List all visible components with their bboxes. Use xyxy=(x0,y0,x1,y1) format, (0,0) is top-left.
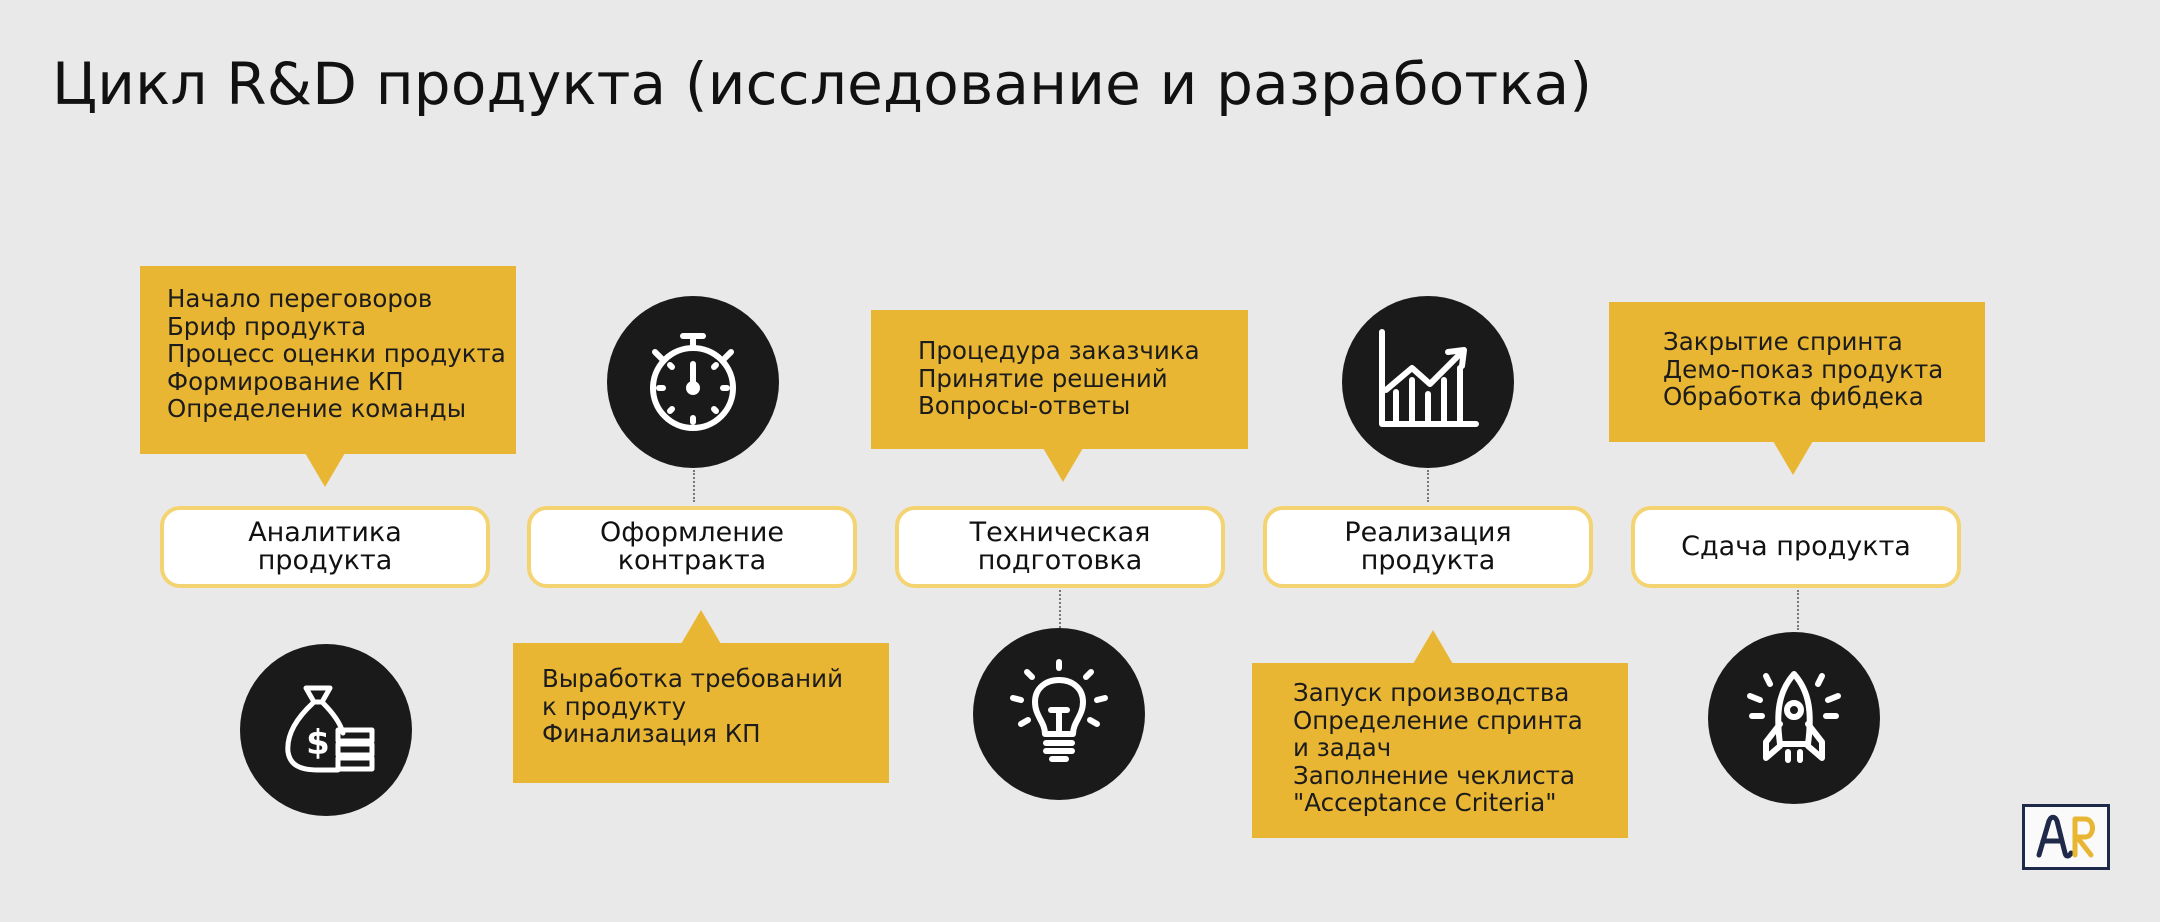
connector xyxy=(1797,590,1799,630)
callout-line: к продукту xyxy=(542,691,687,721)
stage-label-line: Сдача продукта xyxy=(1681,531,1911,562)
callout-pointer xyxy=(681,610,721,644)
stage-3-callout: Процедура заказчика Принятие решений Воп… xyxy=(871,310,1248,449)
callout-line: Вопросы-ответы xyxy=(918,391,1131,420)
stage-delivery: Сдача продукта xyxy=(1631,506,1961,588)
callout-line: Формирование КП xyxy=(167,366,404,396)
callout-line: Обработка фибдека xyxy=(1663,382,1924,411)
callout-line: и задач xyxy=(1293,733,1392,762)
stage-analytics: Аналитика продукта xyxy=(160,506,490,588)
callout-line: Закрытие спринта xyxy=(1663,327,1903,356)
callout-line: Определение спринта xyxy=(1293,705,1583,735)
callout-line: Определение команды xyxy=(167,394,467,423)
callout-line: Запуск производства xyxy=(1293,678,1570,707)
stage-label-line: Техническая xyxy=(969,517,1151,548)
stage-tech-prep: Техническая подготовка xyxy=(895,506,1225,588)
stage-contract: Оформление контракта xyxy=(527,506,857,588)
callout-pointer xyxy=(1773,441,1813,475)
stage-label-line: продукта xyxy=(257,545,393,576)
stopwatch-icon xyxy=(607,296,779,468)
stage-5-callout: Закрытие спринта Демо-показ продукта Обр… xyxy=(1609,302,1985,442)
callout-line: "Acceptance Criteria" xyxy=(1293,788,1557,817)
callout-pointer xyxy=(1043,448,1083,482)
connector xyxy=(1427,470,1429,502)
callout-line: Процесс оценки продукта xyxy=(167,339,506,368)
callout-pointer xyxy=(305,453,345,487)
callout-line: Заполнение чеклиста xyxy=(1293,760,1575,790)
stage-4-callout: Запуск производства Определение спринта … xyxy=(1252,663,1628,838)
company-logo xyxy=(2022,804,2110,870)
connector xyxy=(1059,590,1061,628)
callout-line: Процедура заказчика xyxy=(918,336,1200,365)
callout-line: Финализация КП xyxy=(542,719,761,748)
page-title: Цикл R&D продукта (исследование и разраб… xyxy=(52,50,1593,118)
callout-line: Демо-показ продукта xyxy=(1663,354,1944,384)
callout-line: Выработка требований xyxy=(542,664,843,693)
rocket-icon xyxy=(1708,632,1880,804)
stage-label-line: Аналитика xyxy=(248,517,402,548)
callout-line: Бриф продукта xyxy=(167,311,367,341)
stage-label-line: продукта xyxy=(1360,545,1496,576)
stage-label-line: Оформление xyxy=(599,517,785,548)
connector xyxy=(693,470,695,502)
stage-implementation: Реализация продукта xyxy=(1263,506,1593,588)
money-bag-icon: $ xyxy=(240,644,412,816)
growth-chart-icon xyxy=(1342,296,1514,468)
stage-label-line: подготовка xyxy=(977,545,1143,576)
stage-label-line: контракта xyxy=(617,545,767,576)
stage-label-line: Реализация xyxy=(1344,517,1512,548)
callout-pointer xyxy=(1413,630,1453,664)
stage-2-callout: Выработка требований к продукту Финализа… xyxy=(513,643,889,783)
stage-1-callout: Начало переговоров Бриф продукта Процесс… xyxy=(140,266,516,454)
lightbulb-icon xyxy=(973,628,1145,800)
svg-text:$: $ xyxy=(306,723,330,763)
callout-line: Принятие решений xyxy=(918,363,1168,393)
callout-line: Начало переговоров xyxy=(167,284,433,313)
